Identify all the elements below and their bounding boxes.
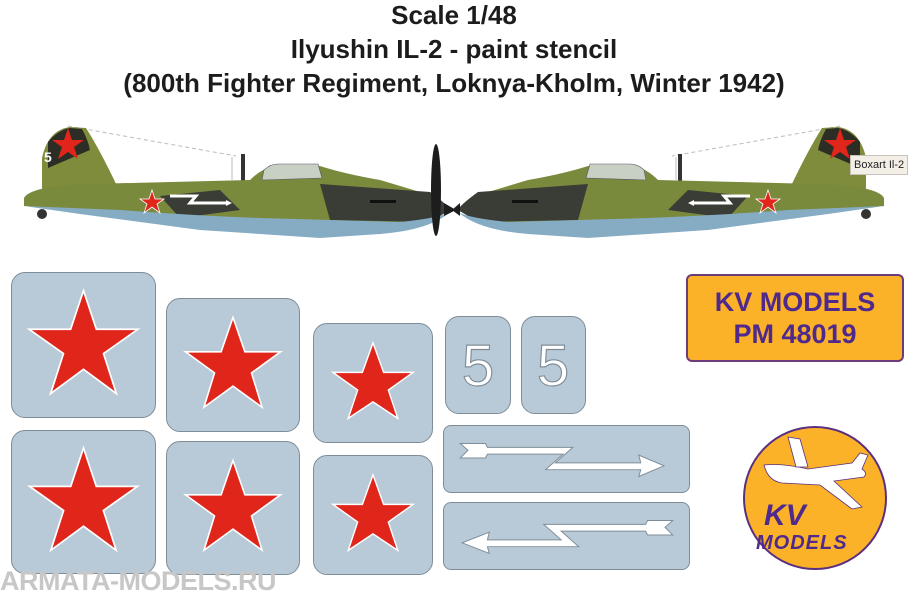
svg-text:KV: KV [764, 499, 809, 532]
lightning-arrow-left-icon [460, 519, 675, 555]
jet-aircraft-icon [763, 436, 869, 510]
star-mask-small-2 [313, 455, 433, 575]
number-mask-2: 5 [521, 316, 586, 414]
arrow-mask-right [443, 425, 690, 493]
star-mask-large-2 [11, 430, 156, 574]
red-star-icon [26, 445, 141, 553]
star-mask-medium-2 [166, 441, 300, 575]
arrow-mask-left [443, 502, 690, 570]
unit-subtitle: (800th Fighter Regiment, Loknya-Kholm, W… [123, 68, 785, 98]
kv-models-logo: KV MODELS [743, 426, 887, 570]
star-mask-small-1 [313, 323, 433, 443]
site-watermark: ARMATA-MODELS.RU [0, 566, 276, 596]
svg-text:MODELS: MODELS [756, 532, 848, 554]
image-tooltip: Boxart Il-2 [850, 155, 908, 175]
lightning-arrow-right-icon [458, 442, 666, 478]
red-star-icon [330, 340, 416, 421]
number-mask-1: 5 [445, 316, 511, 414]
star-mask-large-1 [11, 272, 156, 418]
brand-name: KV MODELS [714, 287, 876, 317]
scale-title: Scale 1/48 [391, 0, 517, 30]
product-code: PM 48019 [733, 319, 857, 349]
red-star-icon [330, 472, 416, 553]
aircraft-profile-left: 5 [24, 125, 456, 238]
red-star-icon [183, 315, 283, 410]
brand-product-box: KV MODELS PM 48019 [686, 274, 904, 362]
product-title: Ilyushin IL-2 - paint stencil [290, 34, 618, 64]
number-5-stencil: 5 [537, 333, 569, 398]
star-mask-medium-1 [166, 298, 300, 432]
number-5-stencil: 5 [462, 333, 494, 398]
red-star-icon [183, 458, 283, 553]
red-star-icon [26, 287, 141, 396]
aircraft-profile-right [452, 125, 884, 238]
svg-text:5: 5 [44, 149, 52, 165]
